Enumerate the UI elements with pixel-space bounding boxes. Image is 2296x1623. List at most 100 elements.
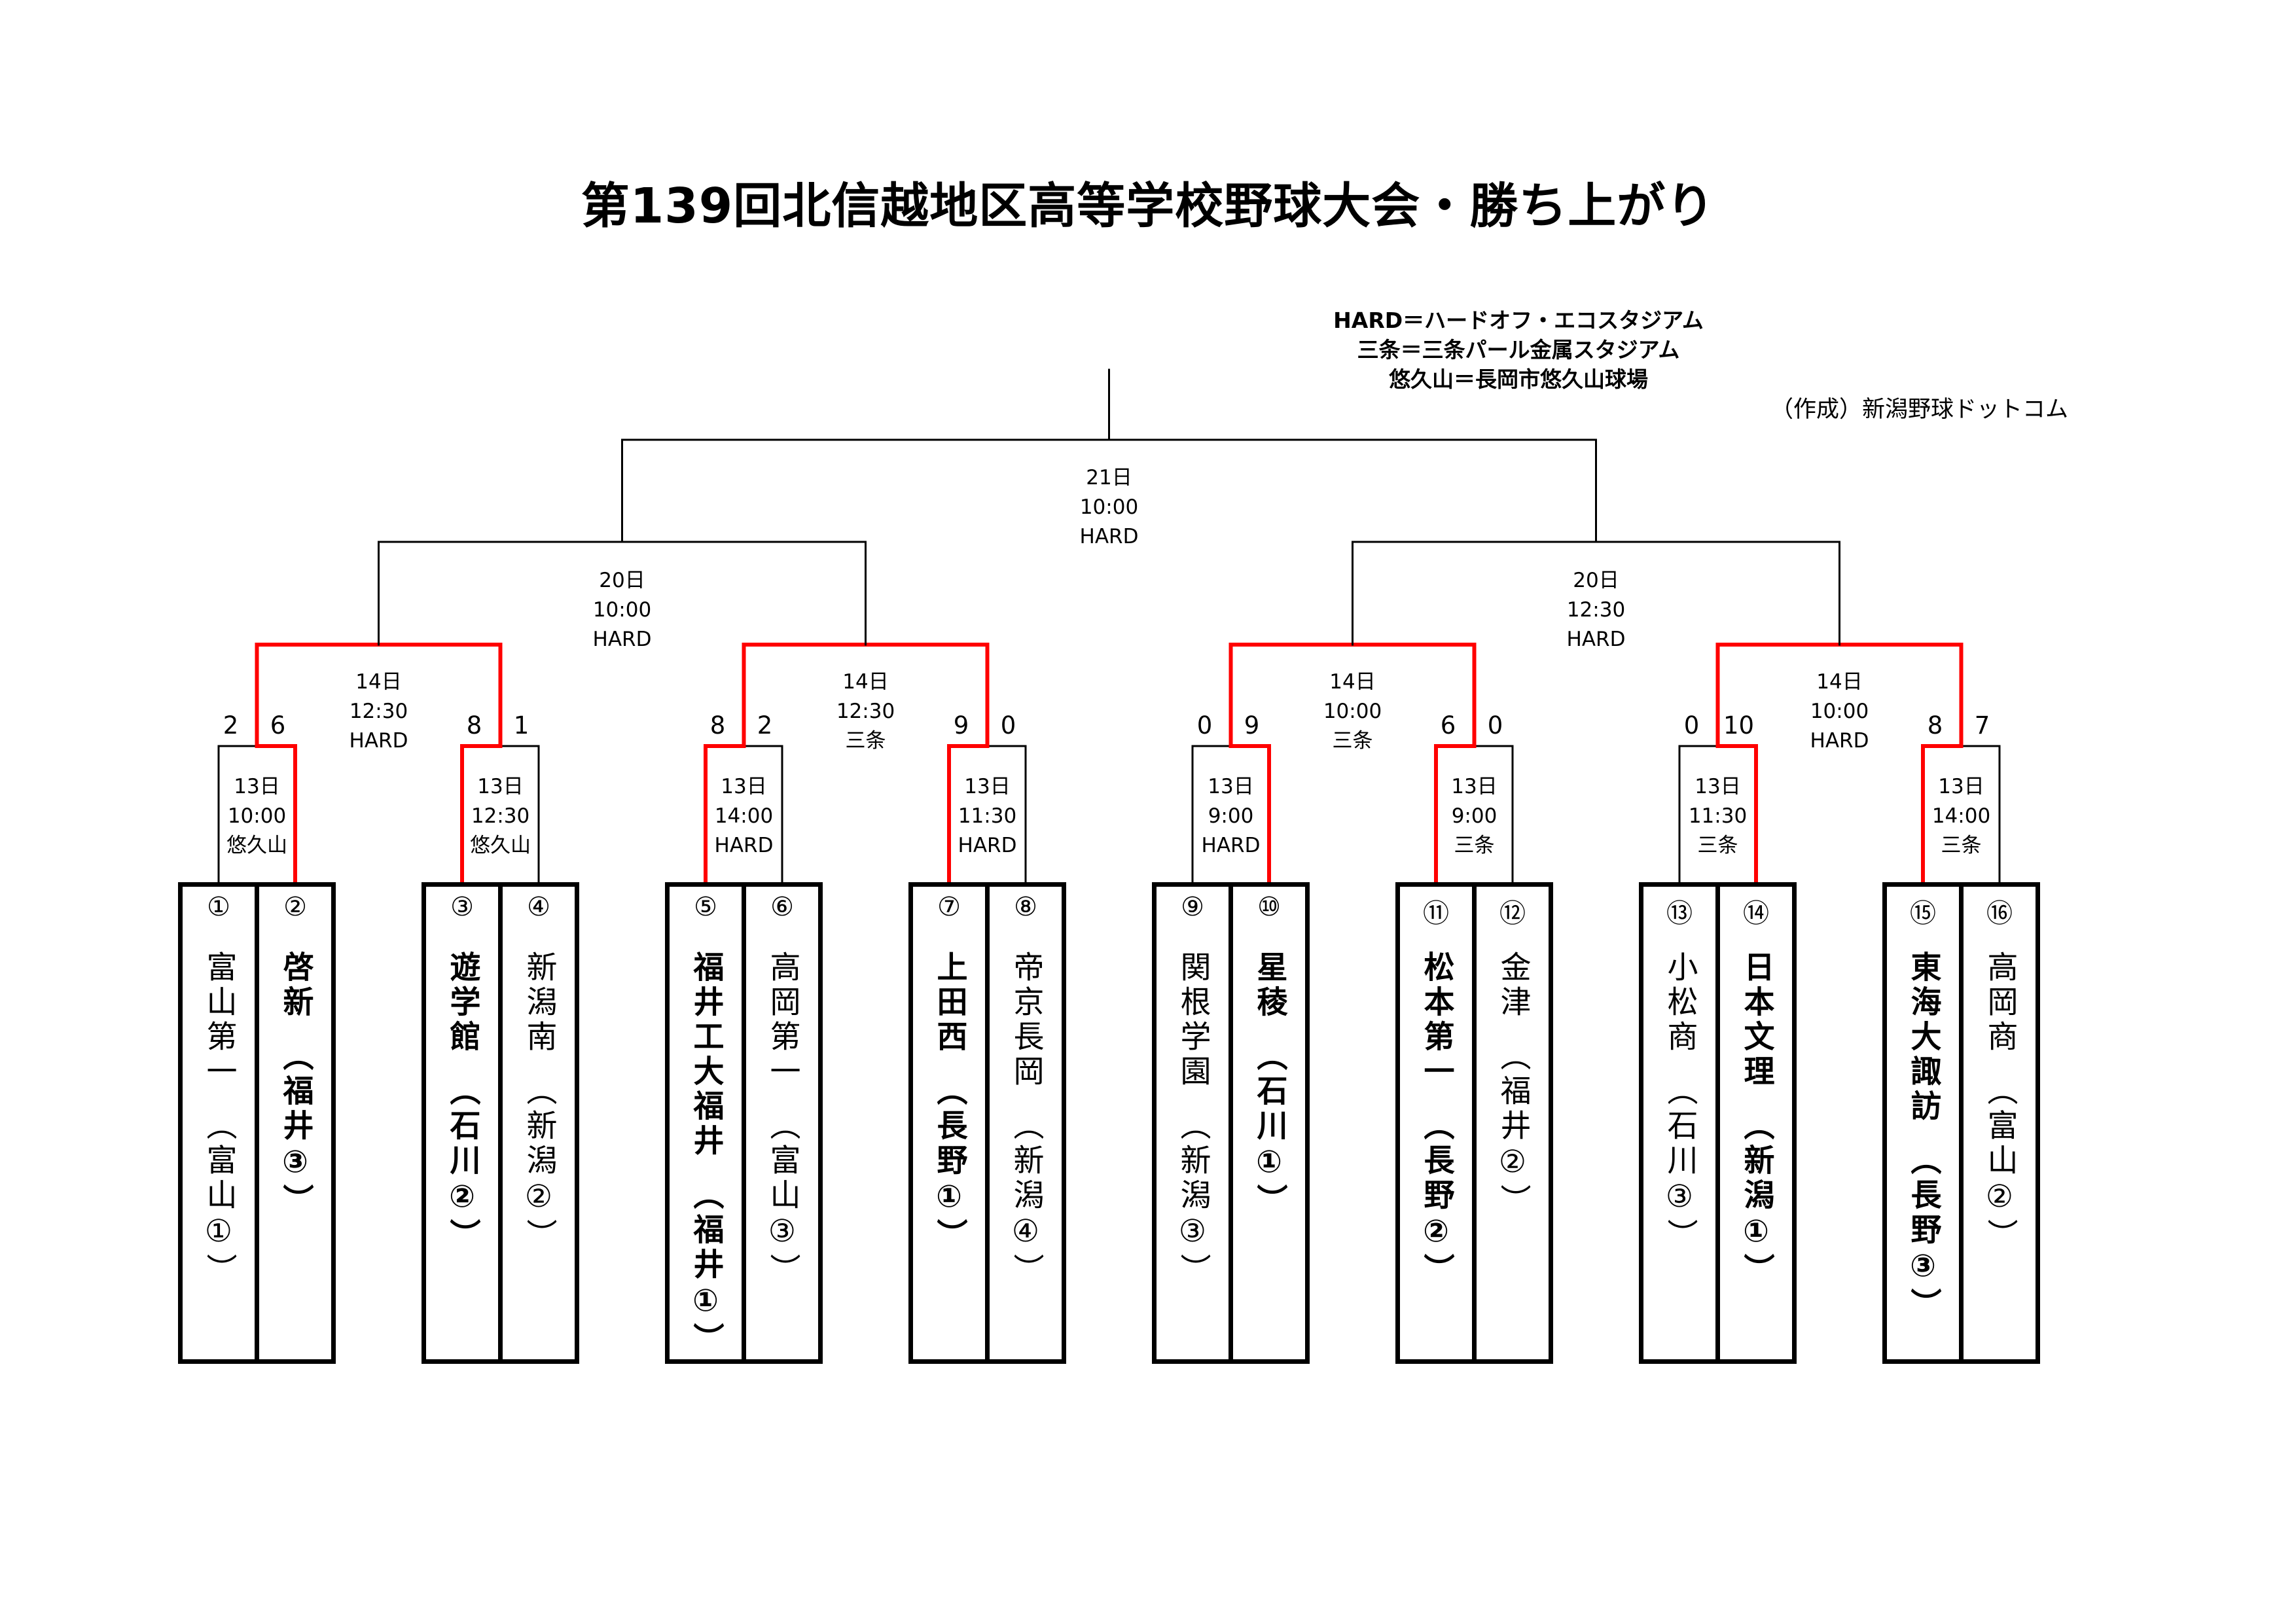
team-prefecture: （福井③） xyxy=(277,1040,314,1219)
r1-score-left: 9 xyxy=(953,711,969,740)
team-box: ② 啓新 （福井③） xyxy=(255,882,336,1364)
team-prefecture: （富山①） xyxy=(200,1109,237,1288)
team-seed-number: ⑮ xyxy=(1910,899,1936,929)
r1-score-left: 2 xyxy=(223,711,239,740)
match-time: 10:00 xyxy=(592,598,652,622)
match-venue: 三条 xyxy=(1332,729,1373,753)
team-box: ⑤ 福井工大福井（福井①） xyxy=(665,882,746,1364)
match-time: 11:30 xyxy=(958,804,1017,828)
team-seed-number: ⑭ xyxy=(1743,899,1769,929)
match-day: 13日 xyxy=(1451,775,1498,798)
team-prefecture: （長野②） xyxy=(1418,1109,1454,1288)
team-seed-number: ① xyxy=(207,892,230,922)
match-time: 10:00 xyxy=(1810,700,1869,723)
team-name: 上田西（長野①） xyxy=(913,951,985,1253)
r1-match-info: 13日 10:00 悠久山 xyxy=(185,772,329,861)
team-box: ⑧ 帝京長岡（新潟④） xyxy=(985,882,1066,1364)
match-day: 14日 xyxy=(842,670,889,694)
match-venue: 三条 xyxy=(1454,834,1495,857)
legend-hard: HARD＝ハードオフ・エコスタジアム xyxy=(1333,308,1704,333)
match-day: 13日 xyxy=(721,775,767,798)
match-day: 20日 xyxy=(599,569,645,592)
match-day: 21日 xyxy=(1086,466,1132,490)
team-school: 啓新 xyxy=(277,951,314,1020)
team-school: 日本文理 xyxy=(1738,951,1774,1090)
team-seed-number: ⑧ xyxy=(1014,892,1037,922)
match-time: 10:00 xyxy=(227,804,287,828)
match-time: 10:00 xyxy=(1079,495,1139,519)
team-school: 松本第一 xyxy=(1418,951,1454,1090)
team-school: 星稜 xyxy=(1251,951,1287,1020)
match-day: 20日 xyxy=(1573,569,1619,592)
credit-text: （作成）新潟野球ドットコム xyxy=(1770,397,2068,423)
team-seed-number: ⑩ xyxy=(1257,892,1281,922)
team-seed-number: ⑯ xyxy=(1986,899,2013,929)
team-name: 星稜（石川①） xyxy=(1233,951,1305,1219)
match-day: 13日 xyxy=(234,775,280,798)
match-day: 13日 xyxy=(1695,775,1741,798)
match-venue: 三条 xyxy=(845,729,886,753)
team-seed-number: ⑪ xyxy=(1423,899,1449,929)
team-school: 新潟南 xyxy=(520,951,557,1055)
match-time: 12:30 xyxy=(836,700,895,723)
team-name: 帝京長岡（新潟④） xyxy=(990,951,1062,1288)
team-prefecture: （新潟④） xyxy=(1007,1109,1044,1288)
team-box: ⑪ 松本第一 （長野②） xyxy=(1395,882,1477,1364)
team-seed-number: ② xyxy=(283,892,307,922)
team-prefecture: （福井②） xyxy=(1494,1040,1531,1219)
team-name: 金津（福井②） xyxy=(1477,951,1549,1219)
r1-score-right: 1 xyxy=(513,711,529,740)
match-day: 13日 xyxy=(1208,775,1254,798)
team-prefecture: （石川②） xyxy=(444,1075,480,1253)
team-prefecture: （富山②） xyxy=(1981,1075,2018,1253)
team-name: 東海大諏訪（長野③） xyxy=(1887,951,1959,1323)
match-day: 13日 xyxy=(477,775,524,798)
match-time: 9:00 xyxy=(1208,804,1254,828)
team-prefecture: （新潟②） xyxy=(520,1075,557,1253)
team-name: 松本第一 （長野②） xyxy=(1400,951,1472,1288)
team-seed-number: ⑨ xyxy=(1181,892,1204,922)
team-prefecture: （福井①） xyxy=(687,1179,724,1357)
match-venue: 悠久山 xyxy=(226,834,287,857)
match-day: 14日 xyxy=(355,670,402,694)
r1-score-right: 7 xyxy=(1974,711,1990,740)
legend-yukyuzan: 悠久山＝長岡市悠久山球場 xyxy=(1389,366,1648,392)
team-school: 富山第一 xyxy=(200,951,237,1090)
r1-score-right: 9 xyxy=(1244,711,1260,740)
team-box: ⑮ 東海大諏訪（長野③） xyxy=(1882,882,1964,1364)
team-name: 高岡商 （富山②） xyxy=(1964,951,2036,1253)
team-school: 高岡商 xyxy=(1981,951,2018,1055)
r1-score-left: 8 xyxy=(709,711,726,740)
match-time: 12:30 xyxy=(349,700,408,723)
match-venue: HARD xyxy=(714,834,774,857)
team-name: 啓新 （福井③） xyxy=(259,951,331,1219)
team-name: 高岡第一（富山③） xyxy=(746,951,818,1288)
team-name: 福井工大福井（福井①） xyxy=(670,951,742,1357)
team-seed-number: ⑤ xyxy=(694,892,717,922)
r1-score-left: 8 xyxy=(1927,711,1943,740)
team-prefecture: （新潟③） xyxy=(1174,1109,1211,1288)
r1-score-right: 6 xyxy=(270,711,286,740)
team-school: 高岡第一 xyxy=(764,951,800,1090)
team-box: ① 富山第一 （富山①） xyxy=(178,882,259,1364)
match-venue: HARD xyxy=(1566,628,1626,651)
match-time: 14:00 xyxy=(1931,804,1991,828)
team-prefecture: （長野③） xyxy=(1905,1144,1941,1323)
team-school: 小松商 xyxy=(1661,951,1698,1055)
